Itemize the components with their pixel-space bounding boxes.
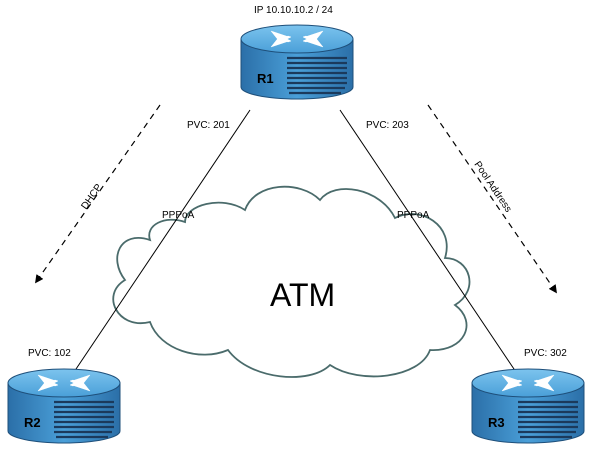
pvc-r1-left: PVC: 201: [187, 120, 230, 131]
dhcp-arrow: [35, 104, 161, 284]
encap-left: PPPoA: [162, 210, 195, 221]
dhcp-label: DHCP: [79, 182, 104, 212]
pvc-r1-right: PVC: 203: [366, 120, 409, 131]
r1-ip-label: IP 10.10.10.2 / 24: [254, 5, 333, 16]
router-r3-label: R3: [488, 415, 505, 430]
router-r3: R3: [470, 367, 586, 445]
atm-cloud: [112, 185, 471, 378]
pvc-r3: PVC: 302: [524, 348, 567, 359]
atm-label: ATM: [270, 277, 335, 313]
link-r1-r2: [71, 109, 251, 376]
router-r2: R2: [6, 367, 122, 445]
link-r1-r3: [339, 109, 519, 376]
encap-right: PPPoA: [397, 210, 430, 221]
pvc-r2: PVC: 102: [28, 348, 71, 359]
router-r1-label: R1: [257, 71, 274, 86]
router-r2-label: R2: [24, 415, 41, 430]
pool-address-label: Pool Address: [472, 160, 514, 215]
pool-address-arrow: [427, 104, 557, 294]
router-r1: R1: [239, 23, 355, 101]
